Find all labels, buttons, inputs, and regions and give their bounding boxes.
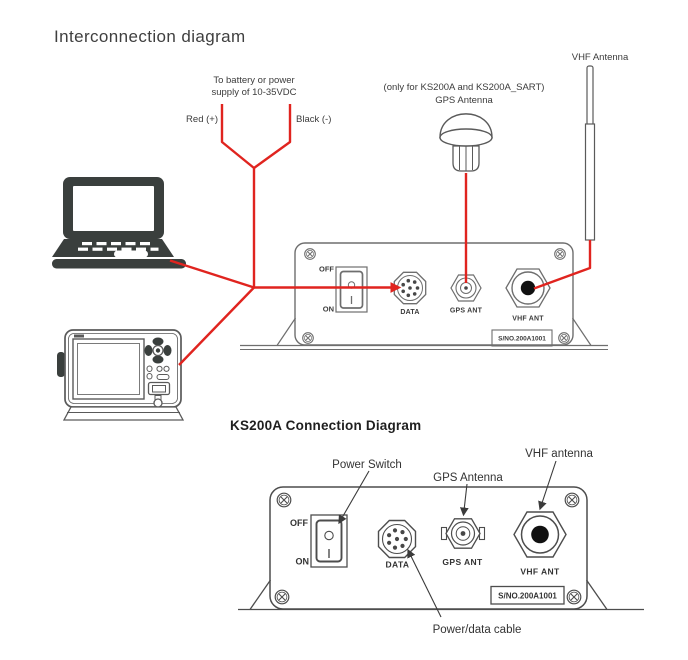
panel1-data-connector [393, 271, 427, 305]
vhf-cable [533, 240, 592, 290]
gps-antenna-icon [439, 113, 493, 172]
chartplotter-cable [178, 286, 255, 366]
power-switch-leader [338, 470, 370, 525]
screw-icon [564, 492, 580, 508]
panel1-on-label: ON [323, 305, 334, 314]
panel1-serial-label: S/NO.200A1001 [491, 329, 553, 347]
power-note-line2: supply of 10-35VDC [211, 87, 296, 98]
vhf-antenna-icon [584, 65, 596, 241]
panel2-gps-ant-label: GPS ANT [442, 557, 483, 567]
panel2-vhf-connector [513, 511, 567, 558]
panel1-gps-ant-label: GPS ANT [450, 308, 483, 315]
chartplotter-icon [57, 329, 185, 421]
power-wire-black [253, 104, 292, 169]
red-wire-label: Red (+) [186, 114, 218, 125]
gps-antenna-label-bottom: GPS Antenna [433, 472, 503, 484]
gps-note-label: (only for KS200A and KS200A_SART) [384, 82, 545, 93]
screw-icon [276, 492, 292, 508]
black-wire-label: Black (-) [296, 114, 331, 125]
panel2-vhf-ant-label: VHF ANT [520, 567, 560, 577]
screw-icon [566, 589, 582, 605]
panel1-gps-connector [450, 274, 482, 302]
panel1-off-label: OFF [319, 265, 334, 274]
vhf-antenna-label-bottom: VHF antenna [525, 448, 593, 460]
panel2-data-label: DATA [386, 560, 410, 570]
rear-panel-bottom: OFF ON DATA GPS ANT VH [238, 486, 644, 611]
power-wire-red [220, 104, 256, 288]
power-note-line1: To battery or power [213, 75, 294, 86]
chartplotter-screen [72, 338, 145, 400]
screw-icon [554, 248, 566, 260]
svg-text:S/NO.200A1001: S/NO.200A1001 [498, 592, 557, 601]
power-switch-label: Power Switch [332, 459, 402, 471]
screw-icon [304, 248, 316, 260]
gps-antenna-leader [459, 483, 469, 517]
panel2-serial-label: S/NO.200A1001 [490, 585, 565, 605]
panel1-vhf-connector [505, 268, 551, 308]
panel1-data-label: DATA [400, 309, 419, 316]
chartplotter-buttons [146, 365, 171, 408]
panel2-on-label: ON [296, 557, 310, 567]
chartplotter-dpad [144, 337, 172, 364]
screw-icon [274, 589, 290, 605]
power-data-cable-label: Power/data cable [433, 624, 522, 636]
panel2-off-label: OFF [290, 518, 308, 528]
wiring [169, 104, 592, 366]
panel2-gps-connector [440, 518, 486, 549]
leader-lines [338, 460, 557, 618]
gps-antenna-label-top: GPS Antenna [435, 95, 493, 106]
laptop-keyboard [78, 242, 159, 251]
svg-text:S/NO.200A1001: S/NO.200A1001 [498, 336, 546, 343]
screw-icon [558, 332, 570, 344]
rear-panel-top: OFF ON DATA GPS ANT VHF ANT [240, 242, 608, 350]
screw-icon [302, 332, 314, 344]
page-title: Interconnection diagram [54, 27, 246, 46]
vhf-antenna-label-top: VHF Antenna [572, 52, 629, 63]
laptop-cable [169, 259, 255, 289]
vhf-antenna-leader [538, 460, 557, 511]
panel1-vhf-ant-label: VHF ANT [512, 316, 544, 323]
section-title: KS200A Connection Diagram [230, 418, 421, 433]
power-data-cable-leader [407, 548, 442, 618]
panel2-data-connector [377, 519, 417, 559]
laptop-icon [52, 177, 186, 269]
panel2-power-switch [310, 514, 348, 568]
